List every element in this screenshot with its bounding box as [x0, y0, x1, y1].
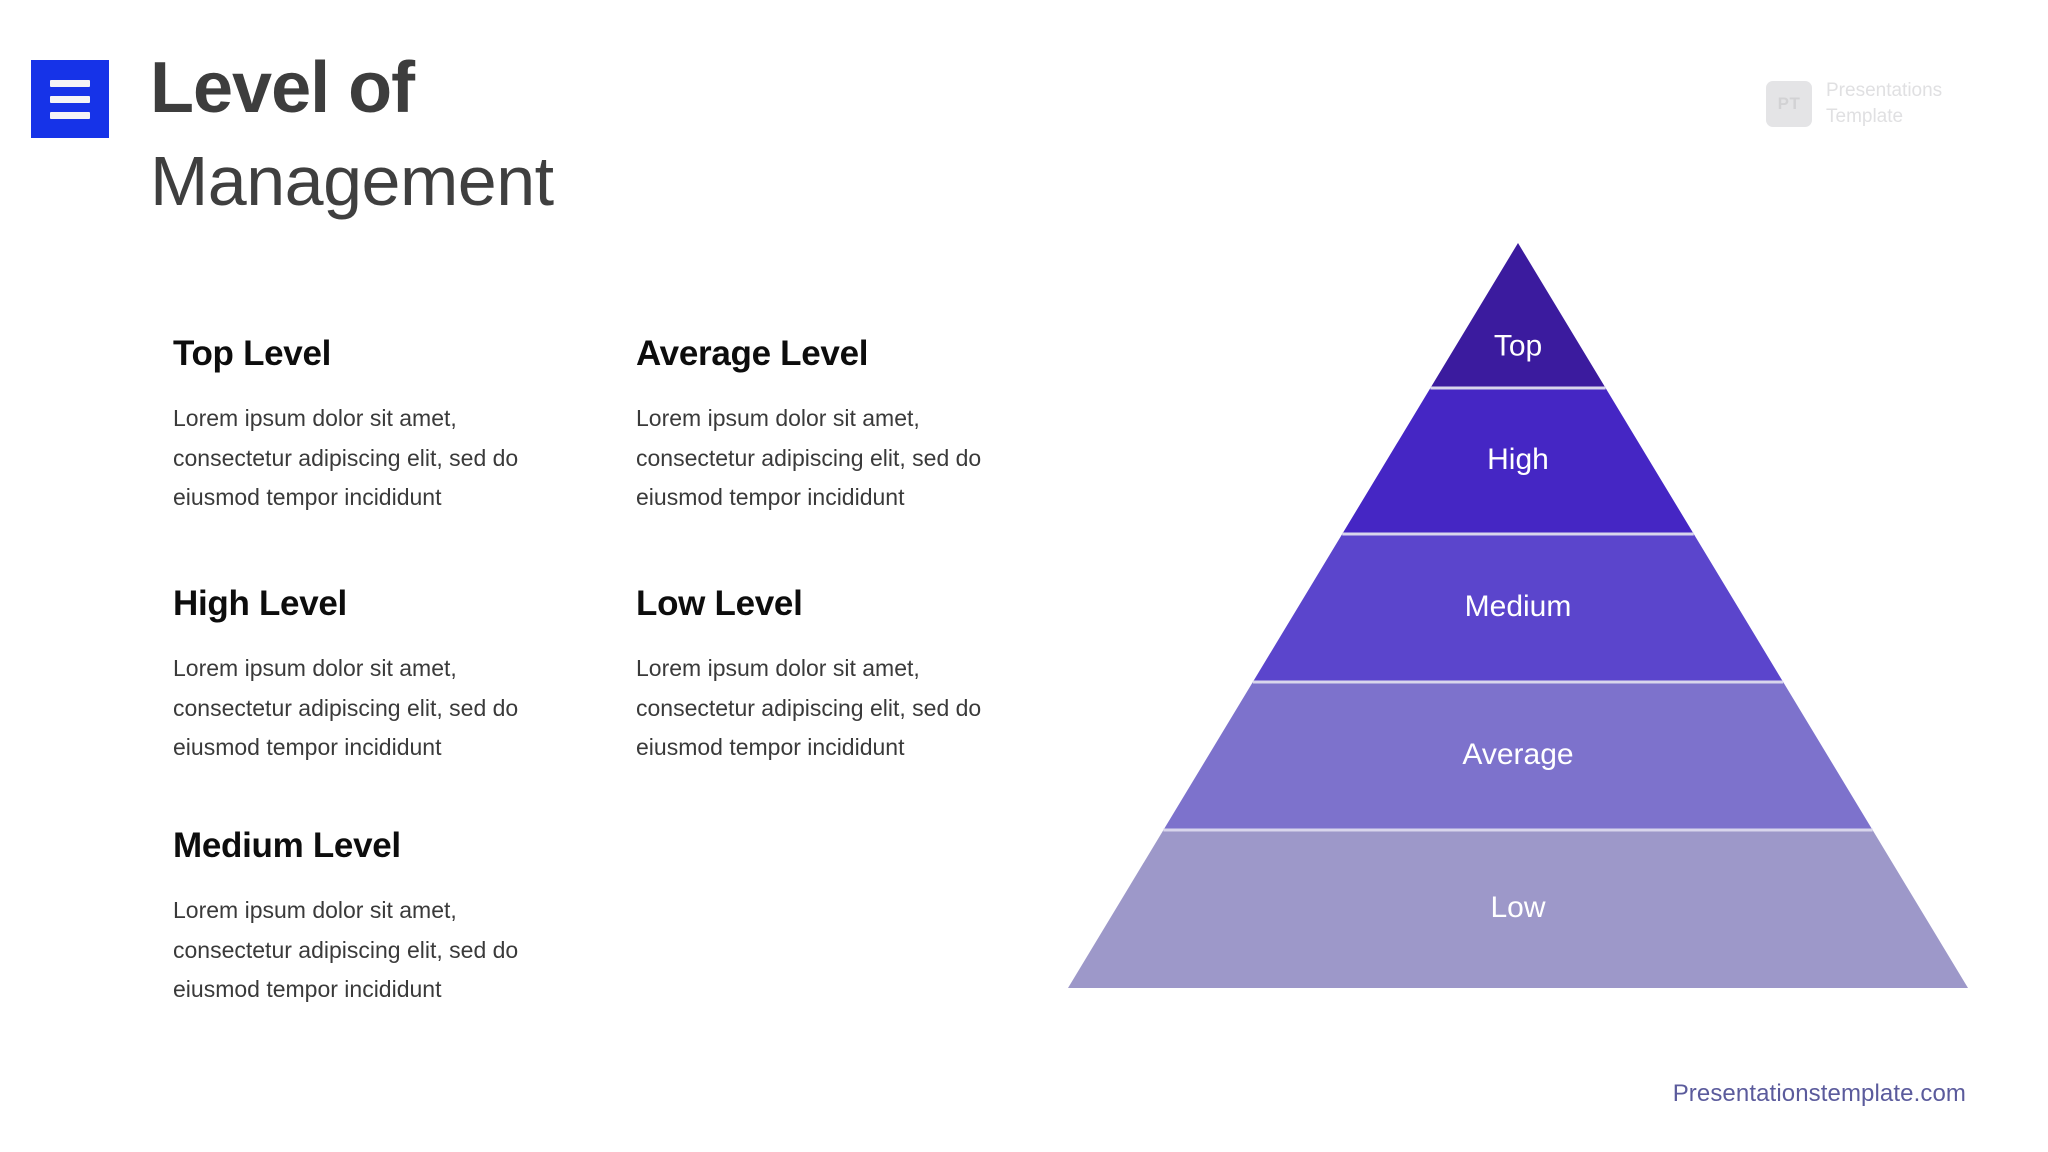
info-body-high-level: Lorem ipsum dolor sit amet, consectetur … — [173, 655, 519, 761]
pt-logo-icon: PT — [1766, 80, 1812, 127]
info-block-low-level: Low Level Lorem ipsum dolor sit amet, co… — [636, 586, 996, 768]
info-body-average-level: Lorem ipsum dolor sit amet, consectetur … — [636, 405, 982, 511]
info-heading-average-level: Average Level — [636, 334, 869, 373]
info-block-average-level: Average Level Lorem ipsum dolor sit amet… — [636, 336, 996, 518]
info-block-medium-level: Medium Level Lorem ipsum dolor sit amet,… — [173, 828, 533, 1010]
page-title: Level of Management — [150, 52, 554, 216]
hamburger-icon-bar-3 — [50, 111, 90, 119]
pyramid-label-medium: Medium — [1465, 590, 1572, 623]
info-heading-medium-level: Medium Level — [173, 826, 401, 865]
hamburger-menu-button[interactable] — [31, 60, 109, 138]
pyramid-tier-top[interactable] — [1430, 243, 1606, 388]
pyramid-label-average: Average — [1462, 738, 1573, 771]
pyramid-tier-high[interactable] — [1342, 388, 1694, 534]
info-heading-top-level: Top Level — [173, 334, 332, 373]
page-title-main: Level of — [150, 48, 415, 128]
pyramid-tier-average[interactable] — [1163, 682, 1873, 830]
page-title-sub: Management — [150, 142, 554, 220]
info-block-high-level: High Level Lorem ipsum dolor sit amet, c… — [173, 586, 533, 768]
footer-website-link[interactable]: Presentationstemplate.com — [1672, 1080, 1966, 1107]
info-heading-high-level: High Level — [173, 584, 347, 623]
info-block-top-level: Top Level Lorem ipsum dolor sit amet, co… — [173, 336, 533, 518]
pyramid-label-top: Top — [1494, 329, 1542, 362]
watermark-label: Presentations Template — [1826, 80, 1943, 127]
pyramid-label-high: High — [1487, 443, 1549, 476]
pyramid-tier-medium[interactable] — [1252, 534, 1784, 682]
pyramid-tier-low[interactable] — [1068, 830, 1968, 988]
info-body-medium-level: Lorem ipsum dolor sit amet, consectetur … — [173, 897, 519, 1003]
hamburger-icon-bar-2 — [50, 95, 90, 103]
watermark-logo-group: PT Presentations Template — [1766, 78, 1966, 129]
info-body-top-level: Lorem ipsum dolor sit amet, consectetur … — [173, 405, 519, 511]
info-heading-low-level: Low Level — [636, 584, 803, 623]
pyramid-label-low: Low — [1490, 891, 1545, 924]
hamburger-icon-bar-1 — [50, 79, 90, 87]
header: Level of Management PT Presentations Tem… — [0, 0, 2048, 260]
info-body-low-level: Lorem ipsum dolor sit amet, consectetur … — [636, 655, 982, 761]
